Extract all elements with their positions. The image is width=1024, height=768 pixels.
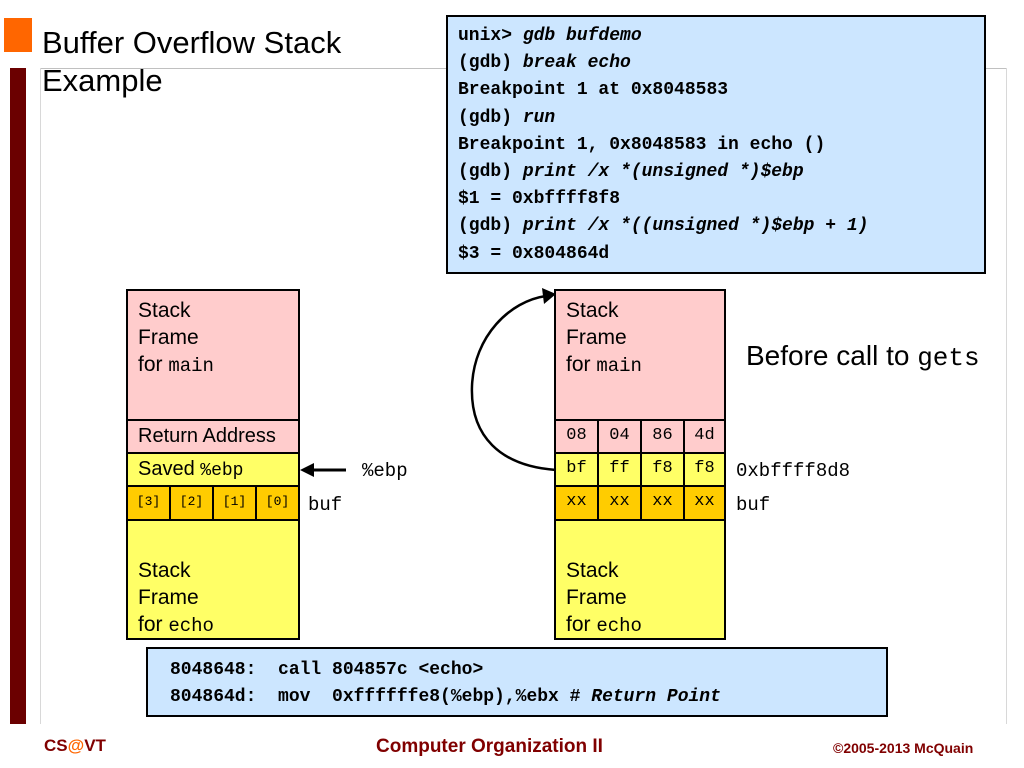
saved-ebp-address-label: 0xbffff8d8 <box>736 460 851 482</box>
gdb-line: (gdb) run <box>458 107 556 128</box>
footer-course-title: Computer Organization II <box>376 736 603 757</box>
right-buf-byte: xx <box>554 485 599 521</box>
gdb-line: (gdb) break echo <box>458 53 631 74</box>
gdb-line: $3 = 0x804864d <box>458 243 610 264</box>
left-main-stack-frame: Stack Frame for main <box>126 289 300 421</box>
gdb-session-box: unix> gdb bufdemo (gdb) break echo Break… <box>446 15 986 274</box>
left-buf-byte-1: [1] <box>212 485 257 521</box>
left-saved-ebp-cell: Saved %ebp <box>126 452 300 487</box>
left-buf-byte-0: [0] <box>255 485 300 521</box>
right-return-byte: 04 <box>597 419 642 454</box>
gdb-line: (gdb) print /x *(unsigned *)$ebp <box>458 162 804 183</box>
right-ebp-byte: f8 <box>683 452 726 487</box>
gdb-line: $1 = 0xbffff8f8 <box>458 189 621 210</box>
gdb-line: (gdb) print /x *((unsigned *)$ebp + 1) <box>458 216 869 237</box>
left-return-address-cell: Return Address <box>126 419 300 454</box>
right-buf-byte: xx <box>597 485 642 521</box>
right-ebp-byte: f8 <box>640 452 685 487</box>
left-echo-stack-frame: Stack Frame for echo <box>126 519 300 640</box>
left-buf-byte-2: [2] <box>169 485 214 521</box>
right-ebp-byte: ff <box>597 452 642 487</box>
left-buf-label: buf <box>308 494 343 516</box>
saved-ebp-curved-arrow <box>470 288 557 472</box>
right-buf-byte: xx <box>683 485 726 521</box>
before-call-label: Before call to gets <box>746 340 980 373</box>
right-buf-byte: xx <box>640 485 685 521</box>
footer-left-logo: CS@VT <box>44 736 106 755</box>
right-return-byte: 86 <box>640 419 685 454</box>
gdb-line: Breakpoint 1, 0x8048583 in echo () <box>458 134 826 155</box>
slide-title: Buffer Overflow Stack Example <box>42 25 342 98</box>
gdb-line: unix> gdb bufdemo <box>458 26 642 46</box>
footer-copyright: ©2005-2013 McQuain <box>833 740 974 756</box>
title-bullet-square <box>4 18 32 52</box>
right-return-byte: 4d <box>683 419 726 454</box>
ebp-register-label: %ebp <box>362 460 408 482</box>
left-accent-bar <box>10 68 26 724</box>
content-border-left <box>40 68 41 724</box>
right-buf-label: buf <box>736 494 771 516</box>
right-main-stack-frame: Stack Frame for main <box>554 289 726 421</box>
right-echo-stack-frame: Stack Frame for echo <box>554 519 726 640</box>
assembly-code-box: 8048648: call 804857c <echo> 804864d: mo… <box>146 647 888 717</box>
code-line-call: 8048648: call 804857c <echo> <box>170 660 484 680</box>
gdb-line: Breakpoint 1 at 0x8048583 <box>458 80 729 101</box>
code-line-mov: 804864d: mov 0xffffffe8(%ebp),%ebx # Ret… <box>170 687 721 707</box>
content-border-right <box>1006 68 1007 724</box>
left-buf-byte-3: [3] <box>126 485 171 521</box>
ebp-pointer-arrow <box>300 463 346 477</box>
